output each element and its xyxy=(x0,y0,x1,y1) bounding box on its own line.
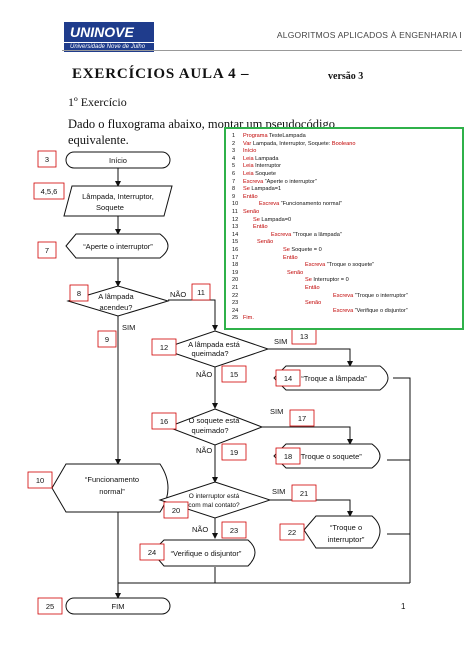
step-number: 15 xyxy=(230,370,238,379)
branch-nao-d4: NÃO xyxy=(192,525,208,534)
branch-nao-d3: NÃO xyxy=(196,446,212,455)
decision-soquete-queimado xyxy=(166,408,264,446)
step-number: 8 xyxy=(77,289,81,298)
d4-line1: O interruptor está xyxy=(189,493,240,500)
header-divider xyxy=(62,50,462,51)
step-number: 20 xyxy=(172,506,180,515)
step-number: 18 xyxy=(284,452,292,461)
step-number: 25 xyxy=(46,602,54,611)
d4-line2: com mal contato? xyxy=(188,502,240,509)
d3-line1: O soquete está xyxy=(189,416,241,425)
branch-nao-d1: NÃO xyxy=(170,290,186,299)
d1-line1: A lâmpada xyxy=(98,292,134,301)
disjuntor-label: “Verifique o disjuntor” xyxy=(171,549,242,558)
step-number-boxes: 3 4,5,6 7 8 11 9 12 13 15 14 10 16 17 19… xyxy=(27,150,317,615)
step-number: 19 xyxy=(230,448,238,457)
end-terminal xyxy=(65,597,171,615)
exercise-heading: 1º Exercício xyxy=(68,95,127,109)
step-number: 4,5,6 xyxy=(41,187,58,196)
step-number: 9 xyxy=(105,335,109,344)
end-label: FIM xyxy=(112,602,125,611)
step-number: 12 xyxy=(160,343,168,352)
troque-lampada-label: “Troque a lâmpada” xyxy=(301,374,367,383)
step-number: 21 xyxy=(300,489,308,498)
step-number: 14 xyxy=(284,374,292,383)
start-terminal xyxy=(65,151,171,169)
display-aperte xyxy=(65,233,169,259)
step-number: 16 xyxy=(160,417,168,426)
troque-interruptor-line1: “Troque o xyxy=(330,523,362,532)
step-number: 7 xyxy=(45,246,49,255)
troque-interruptor-line2: interruptor” xyxy=(328,535,365,544)
funcionamento-line2: normal” xyxy=(99,487,125,496)
step-number: 13 xyxy=(300,332,308,341)
d2-line2: queimada? xyxy=(191,349,228,358)
decl-line1: Lâmpada, Interruptor, xyxy=(82,192,154,201)
step-number: 10 xyxy=(36,476,44,485)
branch-nao-d2: NÃO xyxy=(196,370,212,379)
display-troque-interruptor xyxy=(303,515,381,549)
decision-lampada-queimada xyxy=(160,330,270,368)
declaration-parallelogram xyxy=(63,185,173,217)
display-troque-soquete xyxy=(273,443,381,469)
branch-sim-d1: SIM xyxy=(122,323,135,332)
step-number: 3 xyxy=(45,155,49,164)
d2-line1: A lâmpada está xyxy=(188,340,241,349)
branch-sim-d3: SIM xyxy=(270,407,283,416)
display-troque-lampada xyxy=(273,365,389,391)
step-number: 23 xyxy=(230,526,238,535)
d1-line2: acendeu? xyxy=(100,303,133,312)
step-number: 22 xyxy=(288,528,296,537)
logo-main-text: UNINOVE xyxy=(64,22,154,42)
page-number: 1 xyxy=(401,602,406,611)
troque-soquete-label: “Troque o soquete” xyxy=(298,452,362,461)
display-funcionamento xyxy=(51,463,169,513)
logo-sub-text: Universidade Nove de Julho xyxy=(64,43,154,52)
display-disjuntor xyxy=(151,539,256,567)
step-number: 11 xyxy=(197,288,205,297)
page-title: EXERCÍCIOS AULA 4 – xyxy=(72,66,250,82)
step-number: 24 xyxy=(148,548,156,557)
step-number: 17 xyxy=(298,414,306,423)
aperte-label: “Aperte o interruptor” xyxy=(83,242,153,251)
course-title: ALGORITMOS APLICADOS À ENGENHARIA I xyxy=(276,30,462,40)
d3-line2: queimado? xyxy=(191,426,228,435)
branch-sim-d4: SIM xyxy=(272,487,285,496)
funcionamento-line1: “Funcionamento xyxy=(85,475,139,484)
branch-sim-d2: SIM xyxy=(274,337,287,346)
title-version: versão 3 xyxy=(328,71,364,82)
uninove-logo: UNINOVE Universidade Nove de Julho xyxy=(64,22,154,52)
start-label: Início xyxy=(109,156,127,165)
decl-line2: Soquete xyxy=(96,203,124,212)
